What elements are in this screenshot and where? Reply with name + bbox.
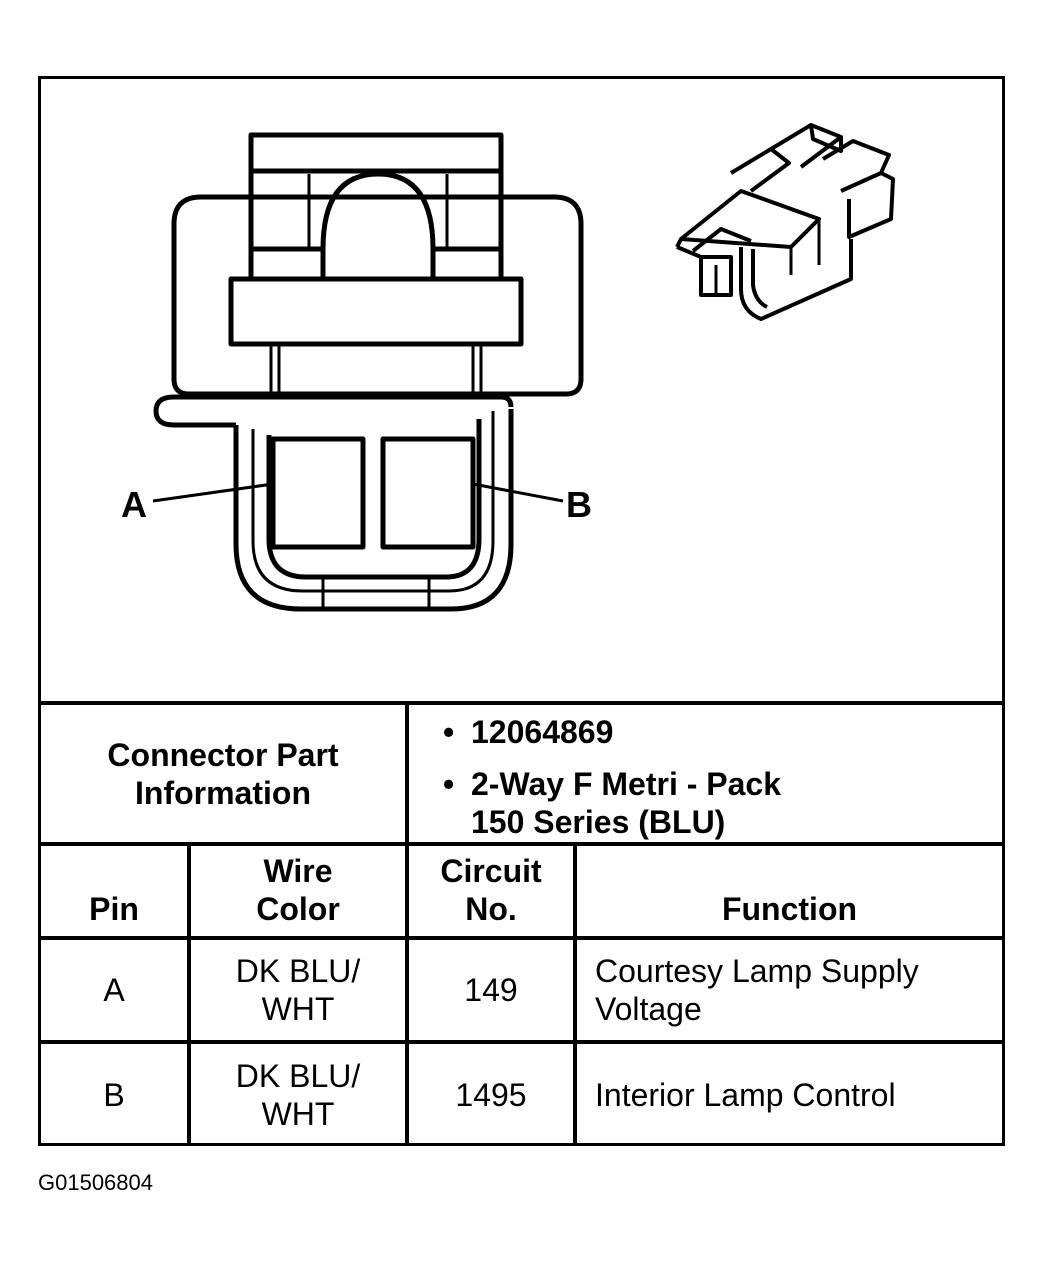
info-label-line2: Information	[135, 774, 311, 811]
description-line: • 2-Way F Metri - Pack 150 Series (BLU)	[443, 765, 782, 841]
connector-diagram: A B	[121, 123, 895, 612]
pin-label-a: A	[121, 484, 147, 525]
info-label-line1: Connector Part	[107, 736, 339, 773]
cavity-b	[380, 436, 476, 550]
cell-pin: A	[41, 936, 191, 1044]
table-header-row: Pin Wire Color Circuit No. Function	[41, 846, 1002, 940]
header-circuit: Circuit No.	[405, 846, 577, 940]
cell-pin: B	[41, 1040, 191, 1146]
cell-wire-color: DK BLU/ WHT	[187, 1040, 409, 1146]
cell-function: Interior Lamp Control	[573, 1040, 1002, 1146]
figure-code: G01506804	[38, 1170, 153, 1195]
pinout-table: Pin Wire Color Circuit No. Function A DK…	[41, 846, 1002, 1146]
cell-circuit: 149	[405, 936, 577, 1044]
header-wire-color: Wire Color	[187, 846, 409, 940]
description-line1: 2-Way F Metri - Pack	[471, 766, 782, 802]
cell-function: Courtesy Lamp Supply Voltage	[573, 936, 1002, 1044]
table-row: B DK BLU/ WHT 1495 Interior Lamp Control	[41, 1040, 1002, 1146]
pin-label-b: B	[566, 484, 592, 525]
header-function: Function	[573, 846, 1002, 940]
connector-info-label: Connector Part Information	[41, 705, 409, 842]
cavity-a	[270, 436, 366, 550]
part-number: 12064869	[471, 714, 614, 750]
cell-circuit: 1495	[405, 1040, 577, 1146]
connector-frame: A B Connector Part Information • 1206486…	[38, 76, 1005, 1146]
cell-wire-color: DK BLU/ WHT	[187, 936, 409, 1044]
description-line2: 150 Series (BLU)	[471, 804, 726, 840]
connector-info: Connector Part Information • 12064869 • …	[41, 701, 1002, 846]
bullet-icon: •	[443, 714, 455, 750]
table-row: A DK BLU/ WHT 149 Courtesy Lamp Supply V…	[41, 936, 1002, 1044]
part-number-line: • 12064869	[443, 713, 614, 751]
header-pin: Pin	[41, 846, 191, 940]
connector-face-view	[152, 132, 584, 612]
bullet-icon: •	[443, 766, 455, 802]
connector-info-values: • 12064869 • 2-Way F Metri - Pack 150 Se…	[409, 705, 1002, 842]
connector-isometric-view	[675, 123, 895, 321]
